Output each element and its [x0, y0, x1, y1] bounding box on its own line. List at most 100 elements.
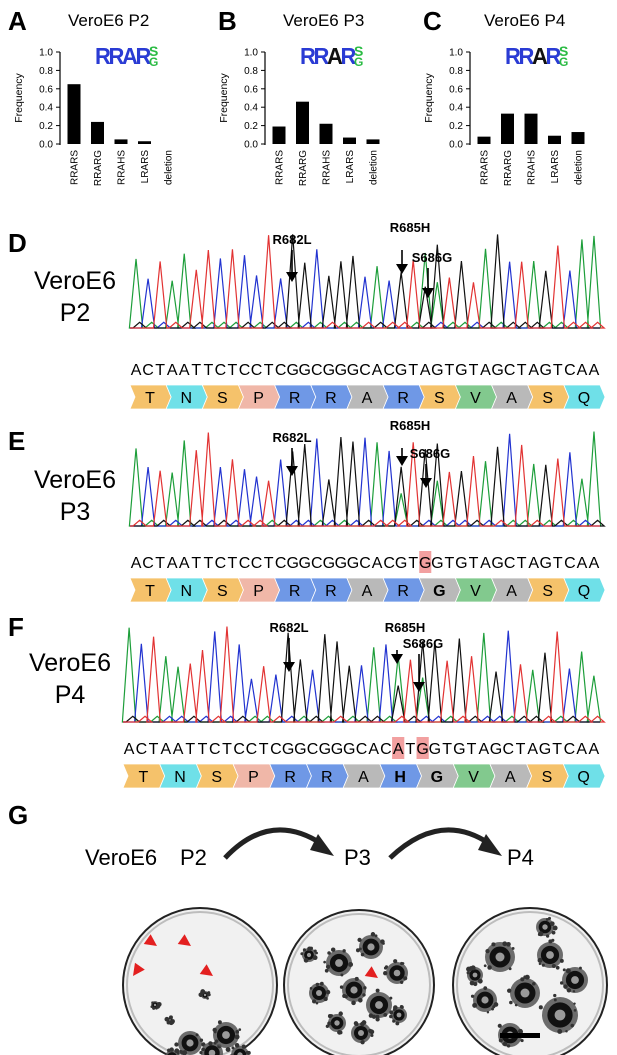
trace-a	[128, 235, 602, 329]
amino-acid-letter: N	[180, 583, 192, 600]
base-letter: C	[380, 741, 392, 758]
passage-arrow-2-head	[478, 834, 502, 856]
plaque-speck	[375, 988, 380, 993]
base-letter: G	[539, 741, 551, 758]
base-letter: A	[167, 362, 178, 379]
plaque-speck	[231, 1046, 235, 1050]
logo-letter: S	[354, 43, 363, 59]
amino-acid-letter: V	[470, 583, 481, 600]
amino-acid-letter: R	[397, 390, 409, 407]
y-axis-label: Frequency	[13, 72, 25, 122]
base-letter: C	[239, 362, 251, 379]
trace-c	[130, 249, 600, 329]
plaque-speck	[200, 991, 203, 994]
base-letter: G	[431, 362, 443, 379]
plaque-speck	[486, 1011, 490, 1014]
plaque-speck	[492, 1005, 496, 1009]
plaque-dish-p4	[452, 907, 608, 1055]
y-tick-label: 0.6	[244, 84, 258, 95]
plaque-speck	[559, 958, 564, 963]
bar	[114, 139, 128, 144]
base-letter: A	[528, 555, 539, 572]
plaque-speck	[315, 982, 320, 987]
plaque-speck	[572, 990, 576, 993]
red-arrowhead	[133, 962, 145, 976]
x-tick-label: RRARS	[275, 150, 286, 185]
mutation-s686g-label: S686G	[412, 250, 452, 265]
plaque-speck	[371, 1014, 377, 1019]
plaque-speck	[538, 1005, 543, 1010]
plaque-speck	[342, 993, 347, 999]
bar	[343, 137, 356, 144]
x-tick-label: LRARS	[345, 150, 356, 184]
plaque	[164, 1015, 175, 1026]
y-tick-label: 0.4	[39, 103, 53, 114]
plaque	[323, 947, 354, 977]
base-letter: T	[155, 555, 165, 572]
plaque-speck	[383, 1012, 388, 1017]
plaque-speck	[555, 965, 560, 970]
dish-rim	[456, 911, 604, 1055]
plaque-speck	[400, 961, 404, 966]
y-tick-label: 1.0	[244, 48, 258, 59]
plaque-speck	[538, 962, 542, 966]
plaque-speck	[469, 980, 475, 986]
mutation-r685h-label: R685H	[390, 220, 430, 235]
plaque-speck	[312, 955, 318, 961]
plaque	[466, 965, 483, 987]
plaque-speck	[491, 942, 496, 947]
base-letter: C	[246, 741, 258, 758]
amino-acid-letter: V	[468, 769, 479, 786]
bar	[319, 123, 333, 144]
plaque-speck	[392, 1019, 396, 1023]
trace-t	[130, 235, 606, 329]
base-letter: C	[233, 741, 245, 758]
logo-letter: R	[109, 44, 125, 70]
x-tick-label: LRARS	[550, 150, 561, 184]
plaque-speck	[383, 971, 388, 976]
plaque-center	[334, 1020, 340, 1026]
mutation-highlight	[419, 551, 432, 573]
plaque-speck	[363, 986, 367, 990]
y-axis-label: Frequency	[423, 72, 435, 122]
amino-acid-letter: Q	[578, 390, 590, 407]
amino-acid-letter: T	[145, 583, 155, 600]
amino-acid-letter: S	[217, 390, 228, 407]
plaque-speck	[342, 949, 346, 953]
base-letter: G	[453, 741, 465, 758]
mutation-s686g-label: S686G	[410, 446, 450, 461]
base-letter: A	[420, 362, 431, 379]
plaque-speck	[562, 968, 566, 972]
base-letter: T	[149, 741, 159, 758]
plaque	[339, 976, 367, 1006]
logo-letter: G	[559, 55, 568, 69]
plaque-speck	[208, 1041, 213, 1046]
plaque-speck	[509, 1000, 513, 1005]
plaque-speck	[238, 1028, 242, 1031]
plaque-speck	[362, 993, 366, 997]
plaque-speck	[315, 1001, 319, 1005]
y-tick-label: 1.0	[39, 48, 53, 59]
bar	[138, 141, 151, 144]
y-tick-label: 0.0	[39, 140, 53, 151]
base-letter: G	[395, 362, 407, 379]
plaque	[198, 989, 211, 1000]
plaque-speck	[374, 934, 378, 938]
amino-acid-block	[563, 384, 606, 410]
mutation-r685h-arrowhead	[391, 654, 403, 664]
logo-letter: R	[95, 44, 111, 70]
plaque	[355, 932, 385, 959]
plaque-label-p2: P2	[180, 845, 207, 870]
plaque	[470, 986, 499, 1014]
base-letter: G	[419, 555, 431, 572]
base-letter: G	[294, 741, 306, 758]
plaque-speck	[323, 960, 326, 964]
plaque	[366, 988, 393, 1022]
base-letter: C	[564, 741, 576, 758]
base-letter: C	[307, 741, 319, 758]
plaque-speck	[485, 949, 490, 954]
plaque-center	[186, 1039, 194, 1047]
